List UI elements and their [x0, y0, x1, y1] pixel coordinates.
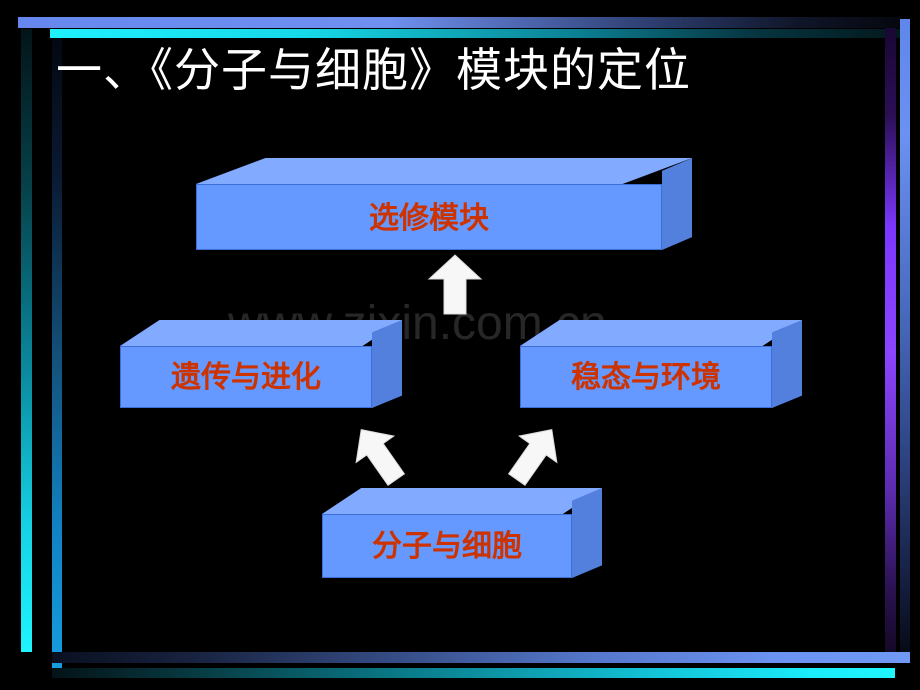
frame-bar-left-blue [52, 38, 62, 672]
arrow-up-right-icon [503, 422, 565, 488]
frame-bar-top-cyan [50, 29, 902, 38]
frame-bar-bottom-cyan [52, 668, 895, 678]
box-side-face [662, 158, 692, 250]
diagram-box-homeostasis[interactable]: 稳态与环境 [520, 320, 802, 408]
box-side-face [572, 488, 602, 578]
slide-title: 一、《分子与细胞》模块的定位 [56, 45, 691, 96]
arrow-up-left-icon [348, 422, 410, 488]
arrow-up-icon [427, 254, 483, 315]
frame-bar-right-blue [900, 19, 910, 652]
box-side-face [772, 320, 802, 408]
box-front-face [322, 514, 572, 578]
diagram-box-genetics-label: 遗传与进化 [171, 361, 321, 394]
box-top-face [520, 320, 802, 346]
box-top-face [196, 158, 692, 184]
diagram-box-elective-label: 选修模块 [369, 202, 489, 235]
box-side-face [372, 320, 402, 408]
diagram-box-molecule-label: 分子与细胞 [372, 530, 522, 563]
frame-bar-right-purple [885, 28, 896, 652]
box-top-face [322, 488, 602, 514]
frame-bar-top-blue [18, 17, 902, 28]
diagram-box-genetics[interactable]: 遗传与进化 [120, 320, 402, 408]
frame-bar-left-cyan [21, 29, 32, 652]
box-top-face [120, 320, 402, 346]
diagram-box-elective[interactable]: 选修模块 [196, 158, 692, 250]
diagram-box-molecule[interactable]: 分子与细胞 [322, 488, 602, 578]
diagram-box-homeostasis-label: 稳态与环境 [571, 361, 721, 394]
box-front-face [120, 346, 372, 408]
frame-bar-bottom-blue [52, 652, 910, 663]
box-front-face [520, 346, 772, 408]
box-front-face [196, 184, 662, 250]
